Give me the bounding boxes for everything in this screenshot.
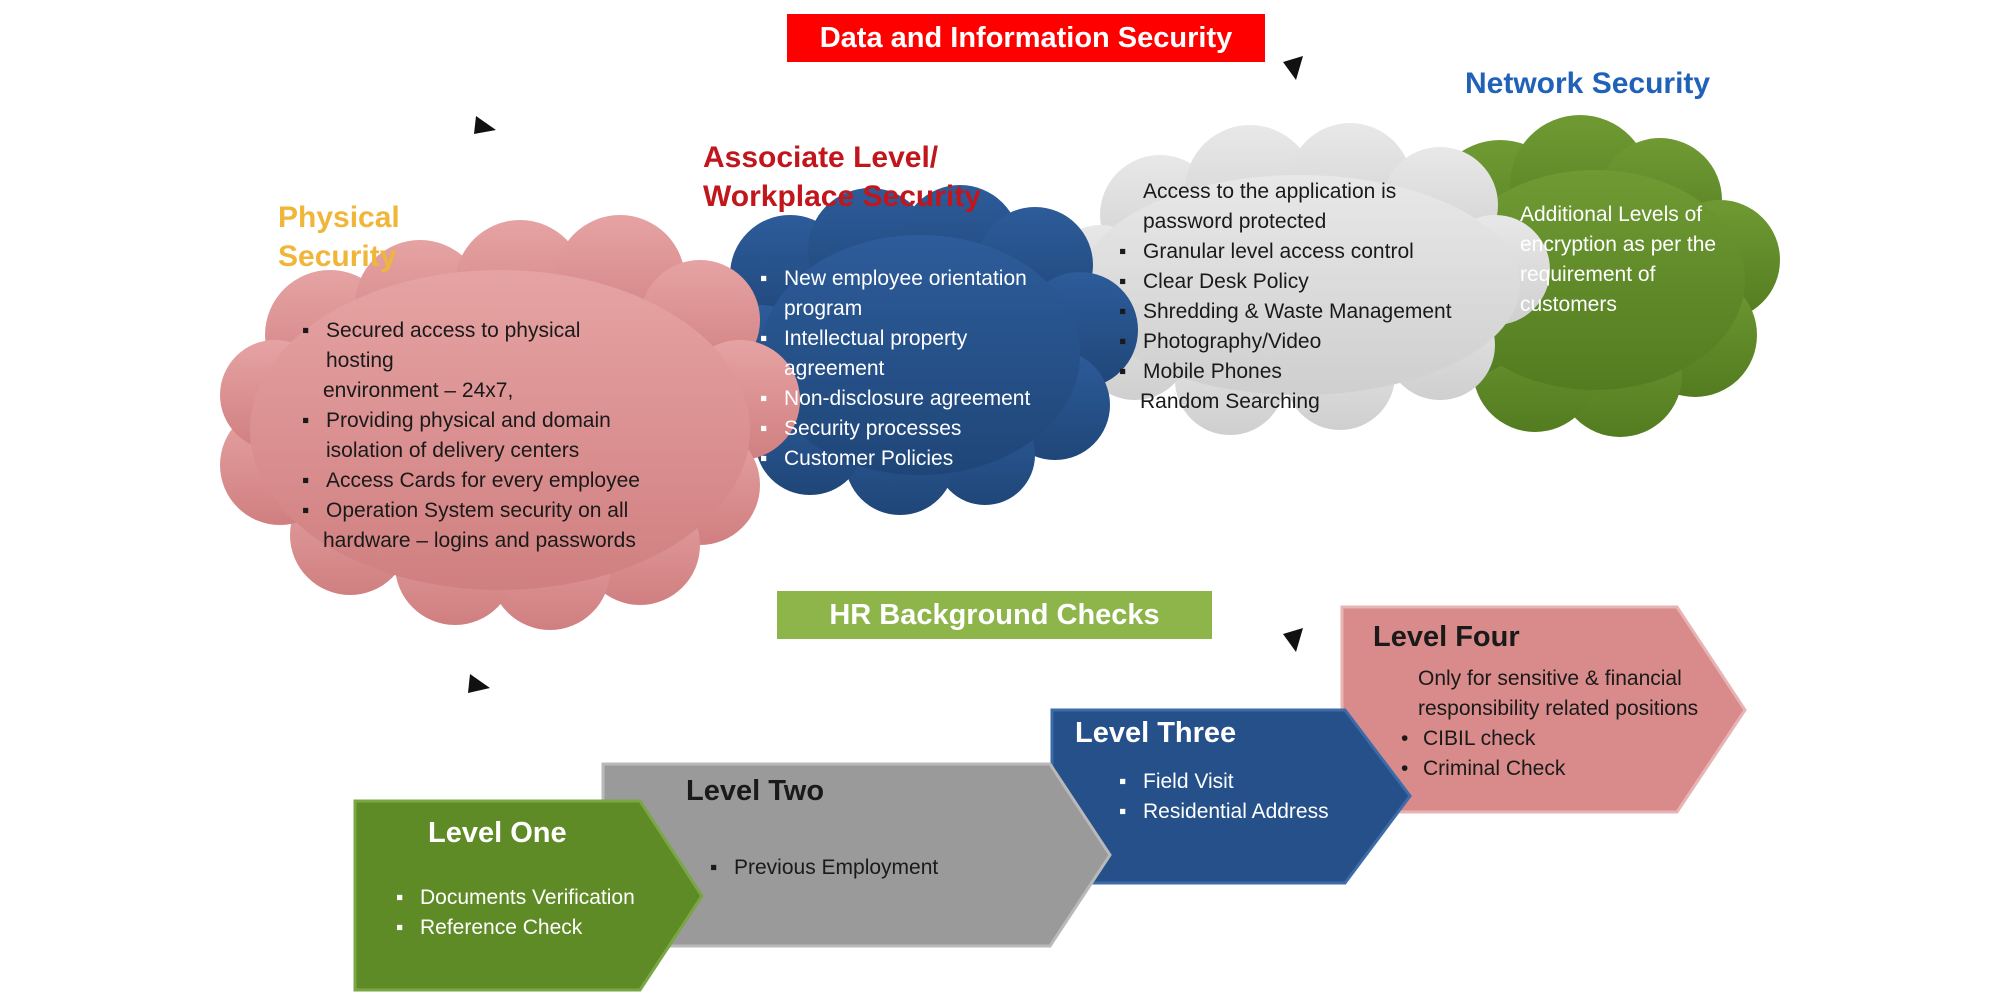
- data-security-banner: Data and Information Security: [787, 14, 1265, 62]
- list-item: Shredding & Waste Management: [1117, 297, 1497, 327]
- list-item: Providing physical and domain isolation …: [300, 406, 720, 466]
- level-four-list: CIBIL check Criminal Check: [1397, 724, 1697, 784]
- list-item: Mobile Phones: [1117, 357, 1497, 387]
- list-item: Customer Policies: [758, 444, 1068, 474]
- heading-line: Associate Level/: [703, 141, 939, 174]
- list-item-text: Providing physical and domain: [326, 409, 611, 432]
- physical-item-continuation: hardware – logins and passwords: [323, 529, 636, 552]
- physical-security-list-2: Providing physical and domain isolation …: [300, 406, 720, 526]
- list-item: Photography/Video: [1117, 327, 1497, 357]
- associate-security-list: New employee orientation program Intelle…: [758, 264, 1068, 474]
- list-item: Clear Desk Policy: [1117, 267, 1497, 297]
- level-one-title: Level One: [428, 817, 567, 849]
- hr-checks-banner: HR Background Checks: [777, 591, 1212, 639]
- list-item: CIBIL check: [1397, 724, 1697, 754]
- list-item-text: hosting: [326, 349, 394, 372]
- level-one-list: Documents Verification Reference Check: [394, 883, 694, 943]
- level-two-list: Previous Employment: [708, 853, 1008, 883]
- heading-line: Security: [278, 240, 397, 273]
- network-access-last: Random Searching: [1140, 390, 1320, 413]
- intro-line: password protected: [1143, 210, 1327, 233]
- list-item: Field Visit: [1117, 767, 1377, 797]
- arrow-marker: [1283, 56, 1303, 80]
- heading-line: Physical: [278, 201, 400, 234]
- physical-security-heading: Physical Security: [278, 198, 400, 276]
- network-security-heading: Network Security: [1465, 67, 1711, 100]
- list-item: Previous Employment: [708, 853, 1008, 883]
- list-item: Intellectual property agreement: [758, 324, 1068, 384]
- list-item-text: Operation System security on all: [326, 499, 629, 522]
- level-three-title: Level Three: [1075, 717, 1237, 749]
- arrow-marker: [468, 674, 490, 693]
- heading-line: Workplace Security: [703, 180, 981, 213]
- level-two-title: Level Two: [686, 775, 825, 807]
- physical-item-continuation: environment – 24x7,: [323, 379, 514, 402]
- list-item: Granular level access control: [1117, 237, 1497, 267]
- encryption-text: Additional Levels of encryption as per t…: [1520, 203, 1717, 316]
- list-item: Access Cards for every employee: [300, 466, 720, 496]
- intro-line: Access to the application is: [1143, 180, 1397, 203]
- list-item: Residential Address: [1117, 797, 1377, 827]
- arrow-marker: [474, 116, 496, 134]
- list-item: Non-disclosure agreement: [758, 384, 1068, 414]
- list-item: Secured access to physical hosting: [300, 316, 710, 376]
- list-item: Documents Verification: [394, 883, 694, 913]
- network-access-list: Granular level access control Clear Desk…: [1117, 237, 1497, 387]
- list-item: Criminal Check: [1397, 754, 1697, 784]
- level-four-title: Level Four: [1373, 621, 1520, 653]
- list-item-text: Secured access to physical: [326, 319, 581, 342]
- list-item: New employee orientation program: [758, 264, 1068, 324]
- level-three-list: Field Visit Residential Address: [1117, 767, 1377, 827]
- network-intro: Access to the application is password pr…: [1143, 177, 1463, 237]
- list-item: Reference Check: [394, 913, 694, 943]
- level-four-intro: Only for sensitive & financial responsib…: [1418, 667, 1699, 720]
- associate-security-heading: Associate Level/ Workplace Security: [703, 138, 981, 216]
- list-item-text: Access Cards for every employee: [326, 469, 640, 492]
- arrow-marker: [1283, 628, 1303, 652]
- list-item-text: isolation of delivery centers: [326, 439, 580, 462]
- list-item: Operation System security on all: [300, 496, 720, 526]
- physical-security-list: Secured access to physical hosting: [300, 316, 710, 376]
- list-item: Security processes: [758, 414, 1068, 444]
